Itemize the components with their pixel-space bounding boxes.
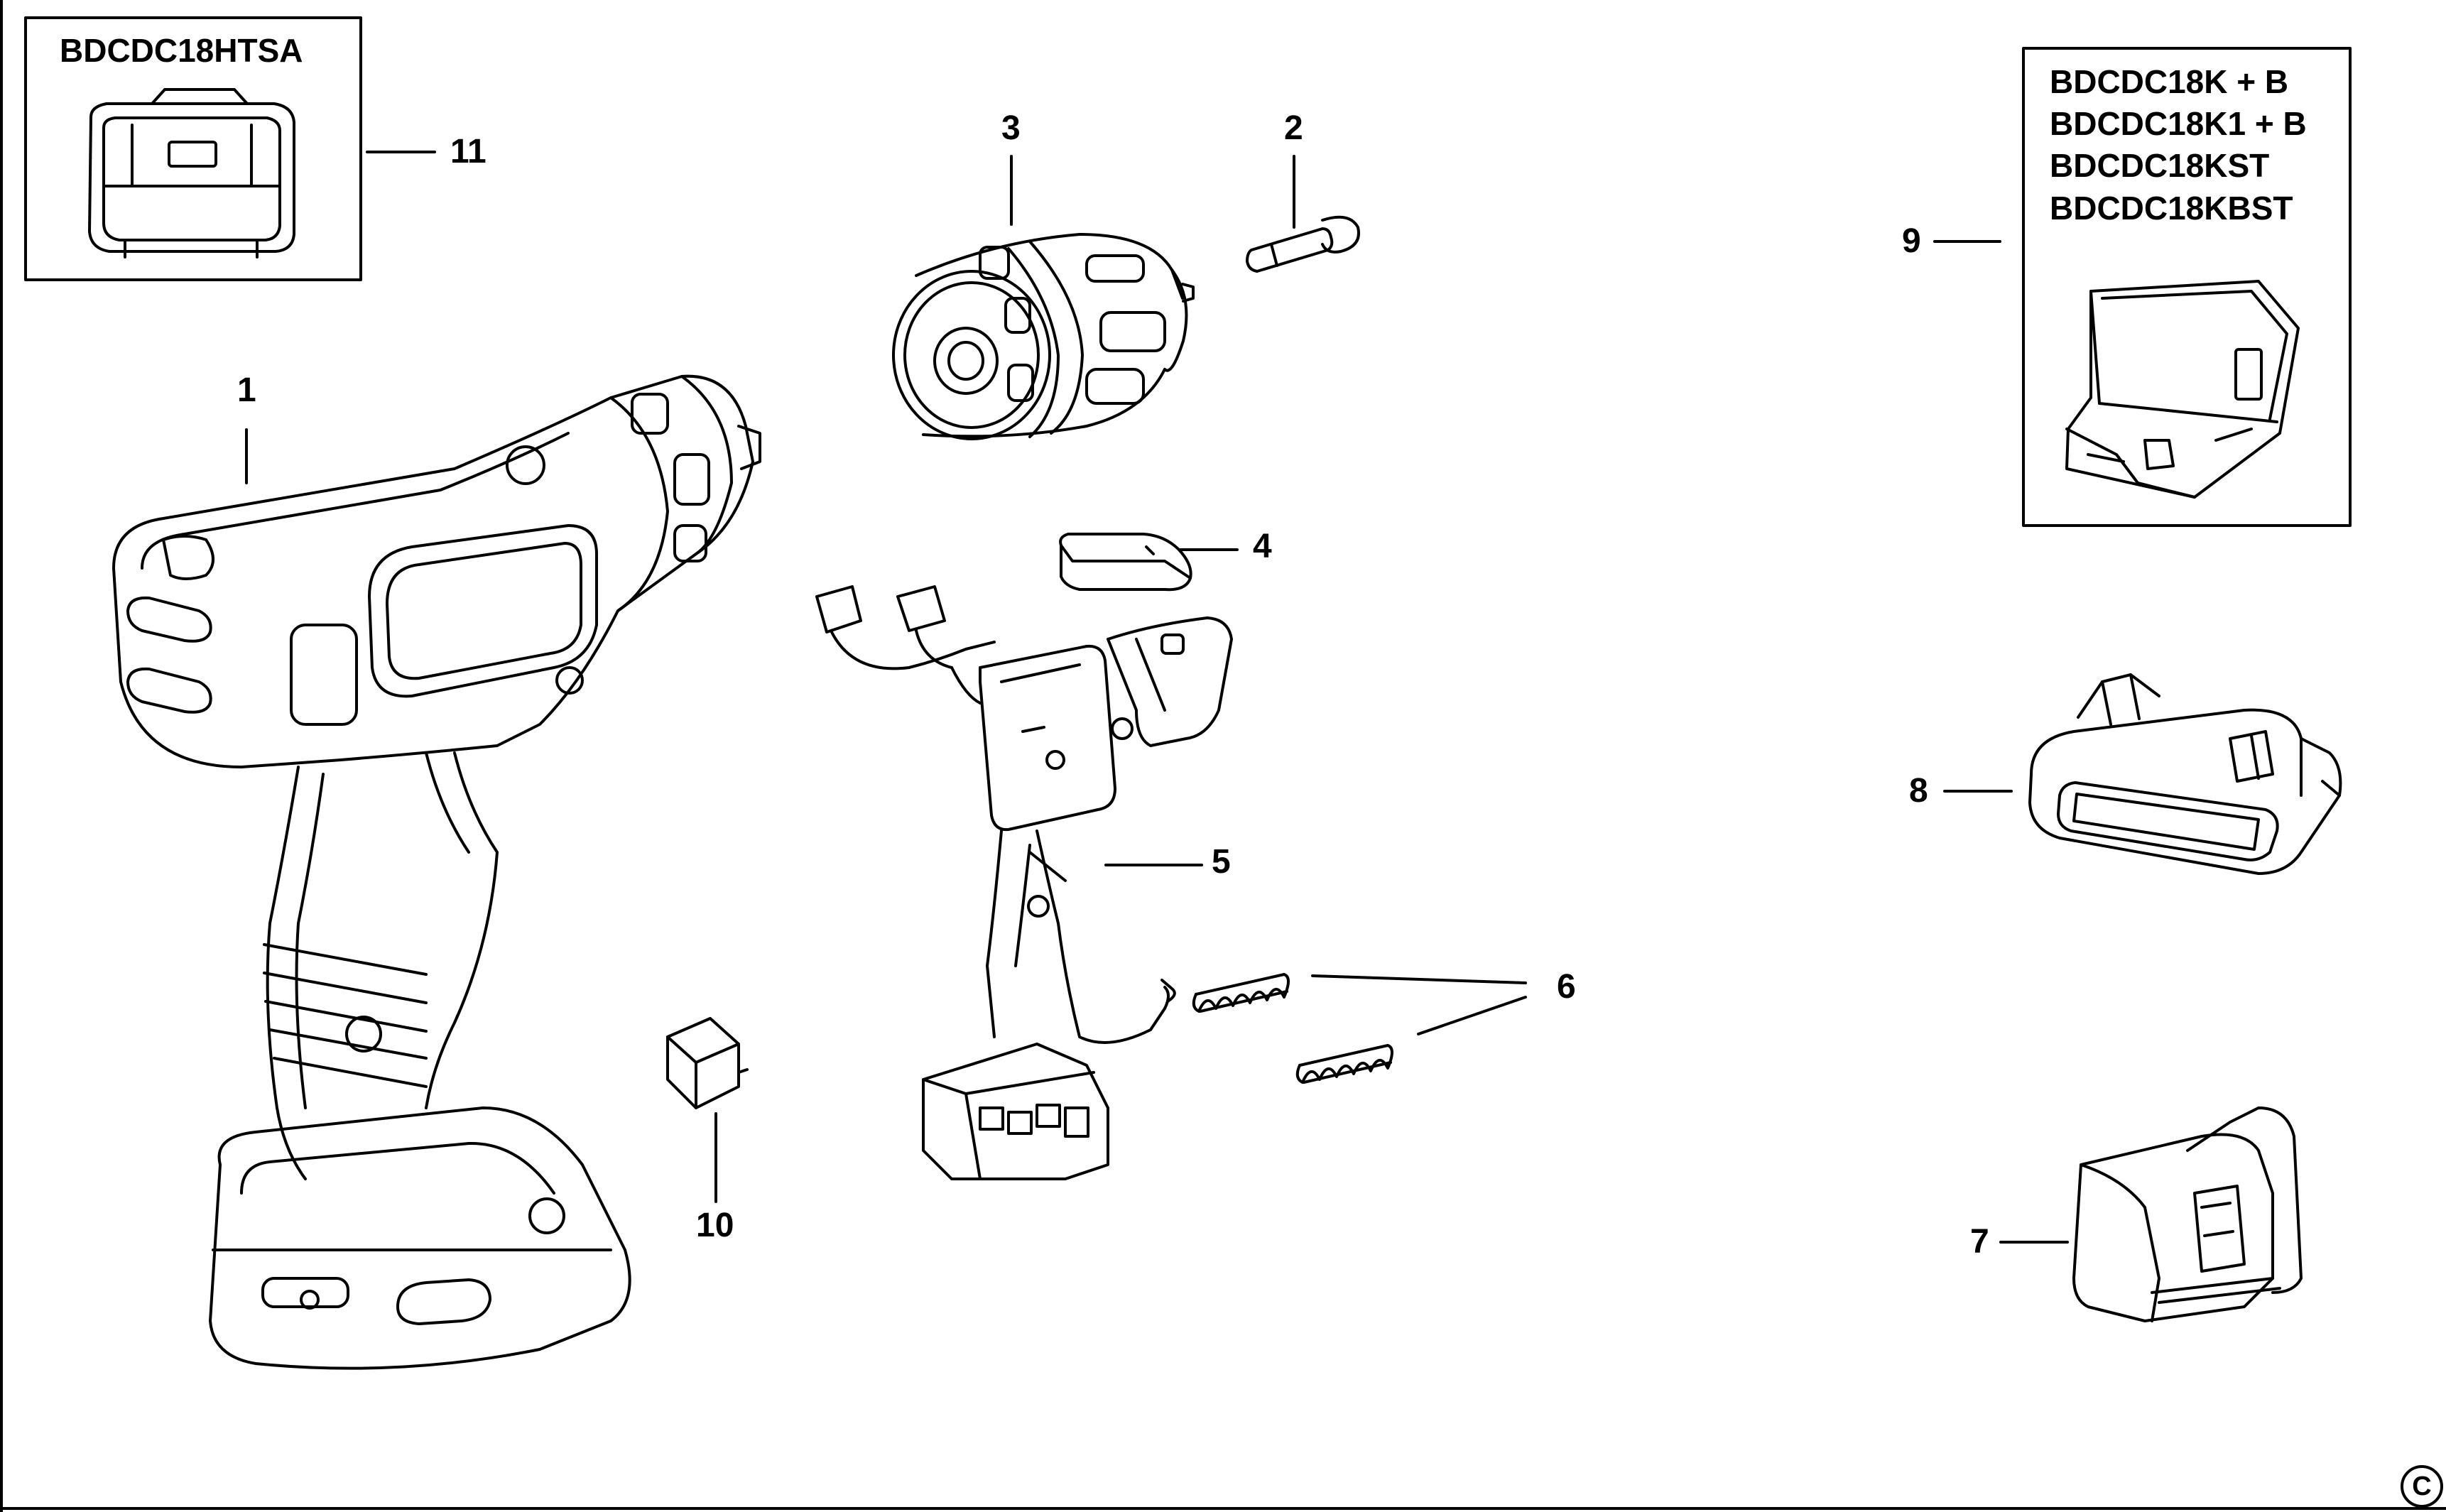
switch-assembly-icon	[815, 585, 1233, 1180]
carry-case-icon	[2065, 280, 2300, 499]
model-label-2: BDCDC18K1 + B	[2050, 105, 2307, 142]
model-label-1: BDCDC18K + B	[2050, 63, 2289, 100]
switch-button-icon	[1059, 533, 1192, 592]
model-box-top-right	[2022, 47, 2352, 527]
drill-body-icon	[112, 374, 761, 1370]
clip-icon	[666, 1017, 749, 1109]
chuck-screw-icon	[1246, 215, 1360, 273]
part-number-8: 8	[1909, 772, 1928, 810]
copyright-symbol: C	[2401, 1465, 2443, 1508]
charger-icon	[2072, 1106, 2303, 1322]
part-number-3: 3	[1001, 109, 1021, 147]
part-number-7: 7	[1970, 1223, 1989, 1261]
part-number-1: 1	[237, 371, 256, 409]
part-number-2: 2	[1284, 109, 1303, 147]
model-label-4: BDCDC18KBST	[2050, 190, 2293, 227]
part-number-11: 11	[450, 133, 487, 170]
battery-pack-icon	[2028, 673, 2342, 875]
part-number-10: 10	[696, 1207, 734, 1244]
part-number-6: 6	[1557, 968, 1576, 1006]
keyless-chuck-icon	[892, 233, 1195, 440]
model-box-top-left	[24, 16, 362, 281]
part-number-5: 5	[1212, 843, 1231, 881]
model-label-3: BDCDC18KST	[2050, 147, 2270, 184]
belt-clip-icon	[88, 88, 295, 259]
part-number-4: 4	[1253, 528, 1272, 565]
model-label-top-left: BDCDC18HTSA	[60, 32, 303, 69]
spring-icon	[1192, 973, 1393, 1084]
part-number-9: 9	[1902, 222, 1921, 260]
